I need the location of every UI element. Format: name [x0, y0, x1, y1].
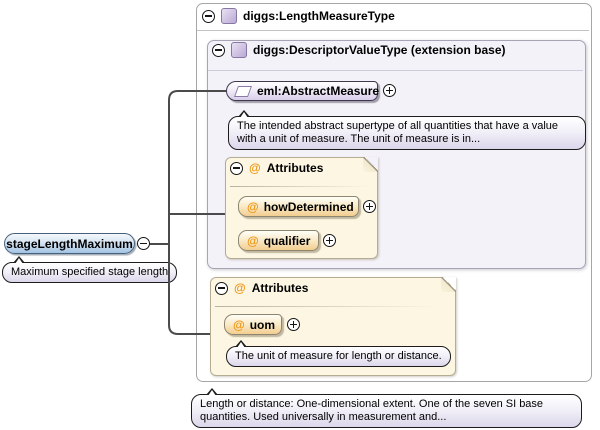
attribute-how-determined[interactable]: @ howDetermined [238, 196, 359, 217]
header-separator [215, 306, 440, 307]
at-icon: @ [233, 317, 245, 332]
attribute-group-header: @ Attributes [215, 281, 308, 295]
attribute-label: qualifier [263, 233, 311, 248]
expand-plus-icon[interactable] [323, 234, 336, 247]
at-icon: @ [247, 233, 259, 248]
at-icon: @ [249, 161, 261, 175]
folded-corner-icon [363, 157, 378, 172]
attribute-uom[interactable]: @ uom [224, 314, 282, 335]
header-separator [208, 70, 583, 71]
collapse-minus-icon[interactable] [230, 161, 243, 175]
attribute-label: uom [249, 317, 276, 332]
header-separator [197, 30, 589, 31]
attribute-group-label: Attributes [266, 161, 324, 175]
at-icon: @ [234, 281, 246, 295]
header-separator [230, 186, 370, 187]
folded-corner-icon [441, 277, 456, 292]
collapse-minus-icon[interactable] [137, 237, 150, 250]
collapse-minus-icon[interactable] [212, 43, 225, 57]
annotation-bubble: Length or distance: One-dimensional exte… [191, 388, 582, 428]
type-header-descriptor-value-type: diggs:DescriptorValueType (extension bas… [212, 42, 506, 58]
attribute-label: howDetermined [263, 199, 354, 214]
type-header-length-measure-type: diggs:LengthMeasureType [202, 8, 395, 24]
element-label: stageLengthMaximum [6, 236, 133, 251]
annotation-bubble: Maximum specified stage length [2, 256, 178, 283]
attribute-group-label: Attributes [251, 281, 309, 295]
complex-type-icon [231, 42, 247, 58]
element-stage-length-maximum[interactable]: stageLengthMaximum [4, 233, 135, 254]
annotation-bubble: The unit of measure for length or distan… [226, 340, 451, 367]
complex-type-icon [221, 8, 237, 24]
element-icon [233, 85, 253, 97]
attribute-group-header: @ Attributes [230, 161, 323, 175]
expand-plus-icon[interactable] [287, 318, 300, 331]
at-icon: @ [247, 199, 259, 214]
collapse-minus-icon[interactable] [215, 281, 228, 295]
expand-plus-icon[interactable] [383, 84, 396, 97]
type-title: diggs:DescriptorValueType (extension bas… [253, 43, 506, 57]
type-title: diggs:LengthMeasureType [243, 9, 395, 23]
element-eml-abstract-measure[interactable]: eml:AbstractMeasure [226, 81, 380, 101]
attribute-qualifier[interactable]: @ qualifier [238, 230, 319, 251]
annotation-bubble: The intended abstract supertype of all q… [228, 110, 586, 150]
element-label: eml:AbstractMeasure [257, 84, 380, 98]
collapse-minus-icon[interactable] [202, 9, 215, 23]
expand-plus-icon[interactable] [363, 200, 376, 213]
